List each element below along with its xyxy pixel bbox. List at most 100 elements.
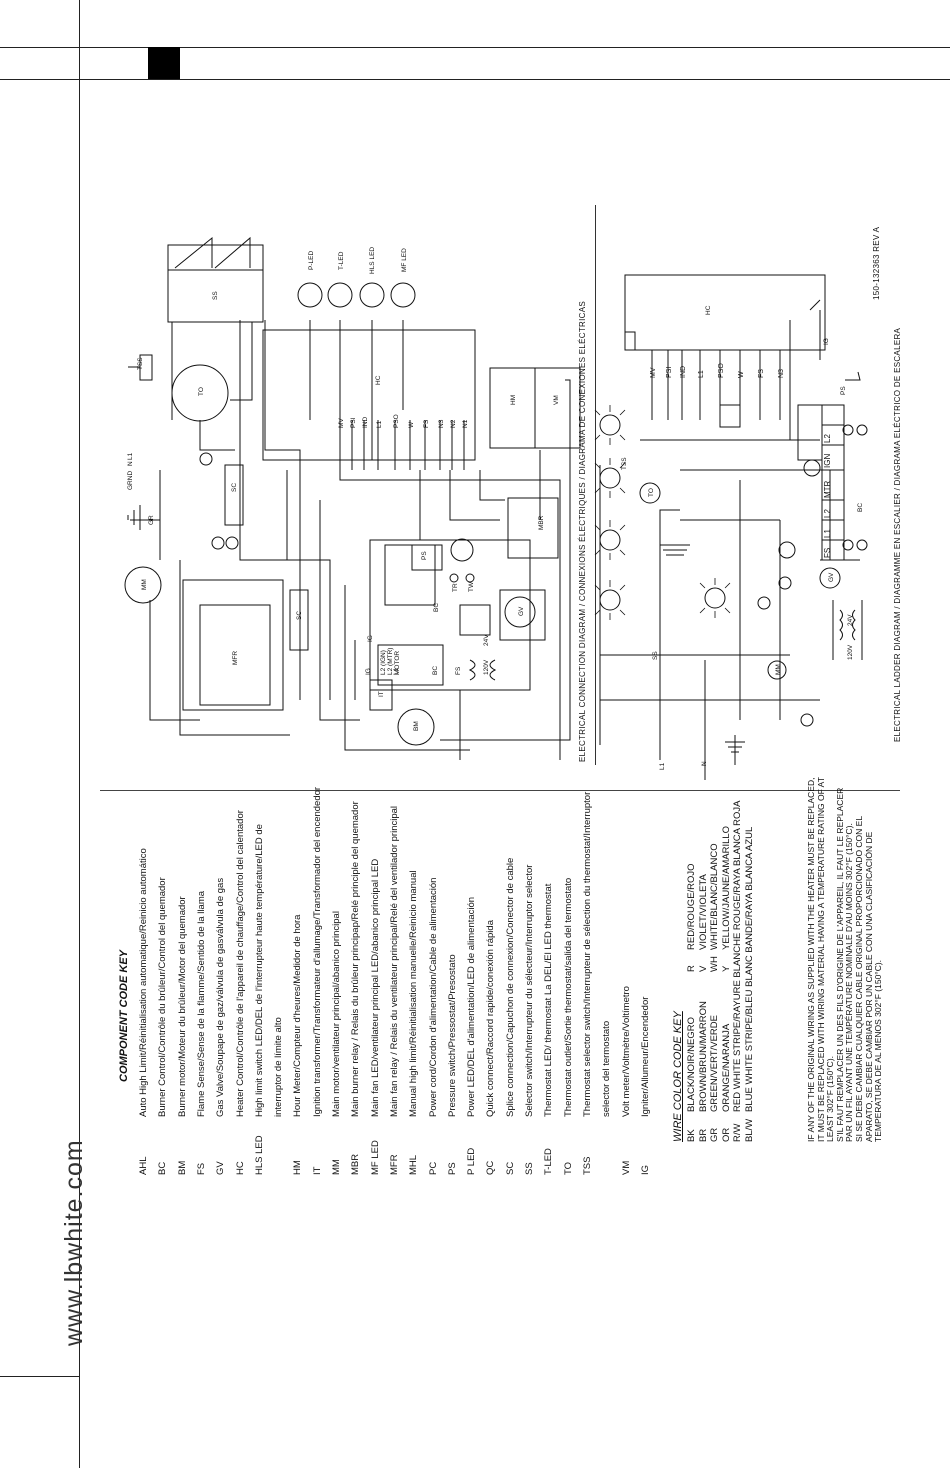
terminal-label: L1 bbox=[376, 420, 383, 428]
component-description: Thermostat LED/ thermostat La DEL/El LED… bbox=[543, 883, 555, 1117]
volt-meter-box bbox=[534, 367, 581, 449]
ladder-thermostat-outlet bbox=[639, 482, 661, 504]
left-margin-rule bbox=[79, 0, 80, 1468]
component-code: SC bbox=[504, 1161, 516, 1175]
component-key-row: IT Ignition transformer/Transformateur d'… bbox=[312, 787, 323, 1175]
wire-key-code: BR bbox=[697, 1128, 709, 1142]
ladder-heater-control bbox=[624, 274, 826, 351]
label-hls-led: HLS LED bbox=[369, 247, 376, 274]
wire-key-row: R/WRED WHITE STRIPE/RAYURE BLANCHE ROUGE… bbox=[732, 779, 743, 1142]
component-key-row: SSSelector switch/Interrupteur du sélect… bbox=[524, 865, 535, 1175]
component-key-row: T-LEDThermostat LED/ thermostat La DEL/E… bbox=[543, 884, 554, 1175]
wire-key-code: R/W bbox=[732, 1123, 743, 1142]
component-key-row: QCQuick connect/Raccord rapide/conexión … bbox=[485, 920, 496, 1175]
component-code: IT bbox=[311, 1166, 323, 1175]
component-code: GV bbox=[215, 1161, 227, 1175]
label-mfr: MFR bbox=[232, 651, 239, 665]
terminal-label: IG bbox=[365, 668, 372, 675]
wire-key-code: GR bbox=[709, 1127, 720, 1142]
label-sc-2: SC bbox=[296, 611, 303, 620]
wire-key-code: BK bbox=[686, 1129, 697, 1142]
component-key-row: MBRMain burner relay / Relais du brûleur… bbox=[350, 801, 361, 1175]
terminal-label: PSI bbox=[350, 417, 357, 428]
component-code: P LED bbox=[466, 1147, 478, 1175]
component-key-row: BMBurner motor/Moteur du brûleur/Motor d… bbox=[177, 896, 188, 1175]
label-sc: SC bbox=[231, 483, 238, 492]
terminal-label: MTR bbox=[823, 480, 832, 498]
terminal-label: MV bbox=[650, 367, 657, 378]
terminal-label: L1 bbox=[393, 667, 400, 675]
terminal-label: IGN bbox=[823, 454, 832, 468]
component-code: IG bbox=[639, 1164, 651, 1175]
component-code: PC bbox=[427, 1161, 439, 1175]
label-120v: 120V bbox=[483, 659, 490, 675]
terminal-label: L1 bbox=[823, 529, 832, 538]
terminal-label: PSO bbox=[393, 414, 400, 428]
component-code: BC bbox=[157, 1161, 169, 1175]
wire-key-title: WIRE COLOR CODE KEY bbox=[672, 1011, 684, 1142]
wire-key-desc: BLACK/NOIR/NEGRO bbox=[686, 1016, 697, 1112]
hls-led bbox=[359, 282, 385, 308]
terminal-label: W bbox=[738, 371, 745, 378]
terminal-label: MV bbox=[338, 418, 345, 428]
component-code: TSS bbox=[581, 1156, 593, 1175]
component-key-row: FSFlame Sense/Sense de la flamme/Sentido… bbox=[196, 891, 207, 1175]
component-description: Selector switch/Interrupteur du sélecteu… bbox=[524, 864, 535, 1117]
terminal-label: IND bbox=[680, 366, 687, 378]
wire-key-code2: Y bbox=[720, 965, 732, 972]
component-code: AHL bbox=[138, 1156, 149, 1175]
ladder-label-120v: 120V bbox=[847, 644, 854, 660]
wire-key-code2: V bbox=[697, 965, 709, 972]
warning-line: IF ANY OF THE ORIGINAL WIRING AS SUPPLIE… bbox=[806, 777, 816, 1142]
terminal-label: FS bbox=[423, 419, 430, 428]
component-description: Ignition transformer/Transformateur d'al… bbox=[311, 786, 323, 1117]
label-tr: TR bbox=[452, 583, 459, 592]
ignition-transformer bbox=[369, 679, 393, 711]
ladder-label-ps: PS bbox=[840, 386, 847, 395]
key-divider bbox=[100, 790, 900, 791]
terminal-label: W bbox=[408, 421, 415, 428]
label-ps: PS bbox=[421, 551, 428, 560]
terminal-label: N3 bbox=[778, 369, 785, 378]
diagram-separator bbox=[595, 205, 596, 765]
terminal-label: FS bbox=[455, 666, 462, 675]
burner-control bbox=[369, 539, 531, 691]
splice-connection-2 bbox=[289, 589, 309, 651]
p-led bbox=[297, 282, 323, 308]
component-description: Power cord/Cordon d'alimentation/Cable d… bbox=[427, 877, 439, 1117]
top-rule bbox=[0, 47, 950, 48]
connection-diagram-title: ELECTRICAL CONNECTION DIAGRAM / CONNEXIO… bbox=[578, 301, 587, 762]
splice-connection bbox=[224, 464, 244, 526]
component-key-row: IGIgniter/Allumeur/Encendedor bbox=[640, 997, 651, 1175]
component-description: Auto High Limit/Réinitialisation automat… bbox=[138, 848, 149, 1117]
component-code: MFR bbox=[388, 1154, 400, 1175]
ladder-burner-control bbox=[821, 404, 845, 561]
label-tw: TW bbox=[468, 581, 475, 592]
mf-led bbox=[390, 282, 416, 308]
wire-key-desc: GREEN/VERT/VERDE bbox=[709, 1015, 720, 1112]
component-key-row: interruptor de límite alto bbox=[273, 1017, 284, 1175]
label-hm: HM bbox=[510, 395, 517, 405]
ladder-label-gv: GV bbox=[828, 572, 835, 582]
component-code: HM bbox=[292, 1160, 304, 1175]
website-url: www.lbwhite.com bbox=[60, 1139, 88, 1346]
t-led bbox=[327, 282, 353, 308]
component-description: Thermostat selector switch/Interrupteur … bbox=[581, 791, 593, 1117]
warning-line: PAR UN FIL AYANT UNE TEMPÉRATURE NOMINAL… bbox=[844, 823, 855, 1142]
component-key-row: TSS Thermostat selector switch/Interrupte… bbox=[582, 792, 593, 1175]
wire-key-desc2: YELLOW/JAUNE/AMARILLO bbox=[720, 825, 732, 950]
main-motor bbox=[124, 566, 162, 604]
wire-key-row: GRGREEN/VERT/VERDEWHWHITE/BLANC/BLANCO bbox=[709, 843, 720, 1142]
component-description: Splice connection/Capuchon de connexion/… bbox=[504, 857, 516, 1117]
hour-meter-box bbox=[489, 367, 536, 449]
wire-key-code2: R bbox=[686, 965, 697, 972]
wire-key-code2: WH bbox=[709, 956, 720, 972]
component-key-row: TOThermostat outlet/Sortie thermostat/sa… bbox=[563, 878, 574, 1175]
label-grnd: GRND bbox=[127, 471, 134, 490]
terminal-label: L2 (MTR) bbox=[387, 648, 394, 675]
component-key-row: P LEDPower LED/DEL d'alimentation/LED de… bbox=[466, 897, 477, 1175]
